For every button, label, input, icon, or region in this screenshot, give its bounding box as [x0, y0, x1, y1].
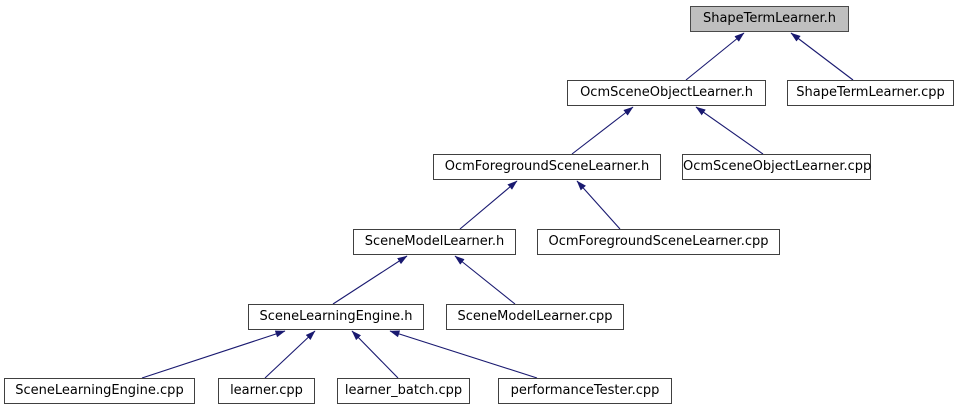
edge-scenelearningengine-cpp-to-scenelearningengine-h: [141, 330, 286, 379]
edge-learner-batch-cpp-to-scenelearningengine-h: [351, 330, 399, 379]
edge-ocmsceneobjectlearner-cpp-to-ocmsceneobjectlearner-h: [695, 106, 764, 155]
edge-scenemodellearner-h-to-ocmforegroundscenelearner-h: [459, 180, 518, 230]
node-scenemodellearner-h[interactable]: SceneModelLearner.h: [353, 229, 516, 255]
edge-ocmforegroundscenelearner-cpp-to-ocmforegroundscenelearner-h: [576, 180, 621, 230]
node-learner-cpp[interactable]: learner.cpp: [218, 378, 315, 404]
node-learner-batch-cpp[interactable]: learner_batch.cpp: [337, 378, 470, 404]
node-scenelearningengine-h[interactable]: SceneLearningEngine.h: [248, 304, 424, 330]
edge-performancetester-cpp-to-scenelearningengine-h: [389, 330, 538, 379]
edge-scenelearningengine-h-to-scenemodellearner-h: [332, 255, 408, 305]
node-ocmsceneobjectlearner-h[interactable]: OcmSceneObjectLearner.h: [567, 80, 766, 106]
edge-ocmforegroundscenelearner-h-to-ocmsceneobjectlearner-h: [571, 106, 634, 155]
node-scenemodellearner-cpp[interactable]: SceneModelLearner.cpp: [446, 304, 624, 330]
edge-learner-cpp-to-scenelearningengine-h: [264, 330, 316, 379]
node-ocmforegroundscenelearner-h[interactable]: OcmForegroundSceneLearner.h: [433, 154, 661, 180]
node-performancetester-cpp[interactable]: performanceTester.cpp: [498, 378, 672, 404]
node-ocmsceneobjectlearner-cpp[interactable]: OcmSceneObjectLearner.cpp: [682, 154, 871, 180]
node-ocmforegroundscenelearner-cpp[interactable]: OcmForegroundSceneLearner.cpp: [537, 229, 780, 255]
node-scenelearningengine-cpp[interactable]: SceneLearningEngine.cpp: [4, 378, 195, 404]
node-shapetermlearner-h[interactable]: ShapeTermLearner.h: [690, 6, 849, 32]
edge-ocmsceneobjectlearner-h-to-shapetermlearner-h: [685, 32, 745, 81]
edge-scenemodellearner-cpp-to-scenemodellearner-h: [454, 255, 516, 305]
edge-shapetermlearner-cpp-to-shapetermlearner-h: [790, 32, 854, 81]
node-shapetermlearner-cpp[interactable]: ShapeTermLearner.cpp: [787, 80, 954, 106]
